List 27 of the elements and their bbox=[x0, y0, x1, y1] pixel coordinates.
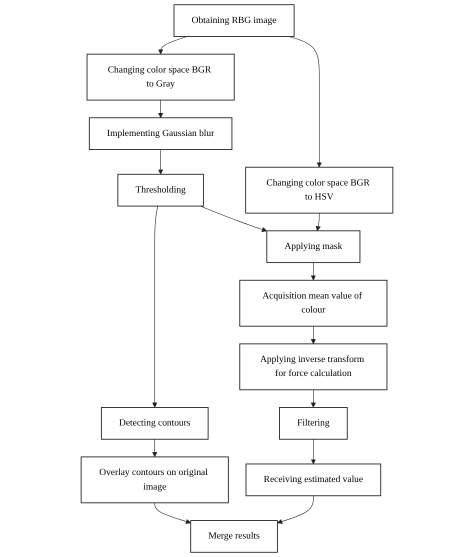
arrow bbox=[316, 212, 321, 232]
arrow bbox=[310, 438, 316, 464]
arrow bbox=[152, 206, 158, 408]
arrow bbox=[288, 36, 322, 168]
node-box: Acquisition mean value of colour bbox=[239, 280, 388, 327]
node-box: Receiving estimated value bbox=[246, 464, 382, 496]
node-box: Filtering bbox=[279, 407, 348, 440]
node-box: Detecting contours bbox=[100, 407, 209, 440]
node-box: Thresholding bbox=[117, 174, 204, 207]
node-box: Overlay contours on original image bbox=[80, 456, 229, 504]
arrow bbox=[310, 262, 316, 280]
arrow bbox=[310, 389, 316, 408]
node-box: Applying inverse transform for force calculation bbox=[239, 343, 388, 390]
arrow bbox=[158, 100, 164, 118]
node-box: Applying mask bbox=[266, 230, 360, 264]
arrow bbox=[158, 36, 188, 54]
node-box: Merge results bbox=[190, 520, 278, 553]
arrow bbox=[277, 495, 314, 524]
arrow bbox=[200, 206, 268, 232]
arrow bbox=[154, 502, 191, 524]
node-box: Changing color space BGR to HSV bbox=[245, 166, 394, 214]
node-box: Obtaining RBG image bbox=[174, 4, 295, 37]
arrow bbox=[152, 438, 158, 458]
arrow bbox=[158, 149, 164, 175]
node-box: Implementing Gaussian blur bbox=[88, 117, 232, 150]
node-box: Changing color space BGR to Gray bbox=[86, 54, 235, 101]
arrow bbox=[310, 326, 316, 344]
